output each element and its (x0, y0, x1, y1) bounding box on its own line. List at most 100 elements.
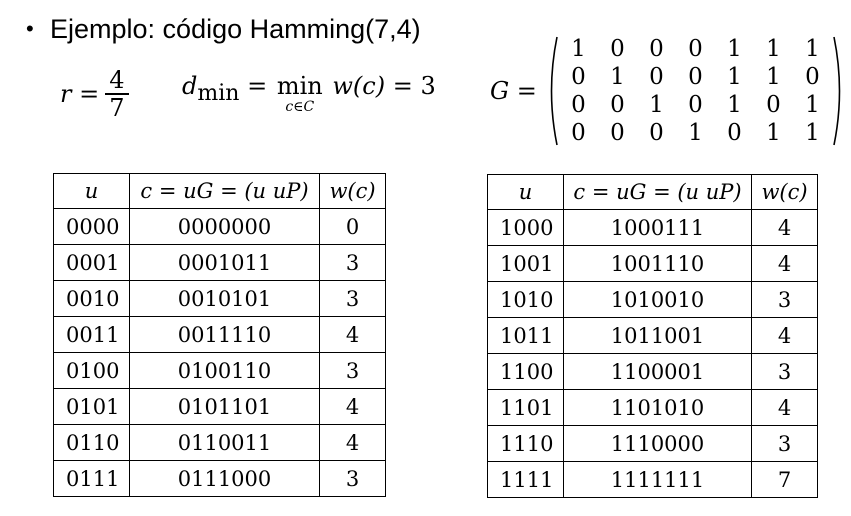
cell-codeword: 1000111 (563, 209, 752, 246)
cell-message: 0011 (53, 316, 130, 353)
cell-weight: 3 (751, 425, 818, 462)
cell-weight: 3 (751, 353, 818, 390)
cell-weight: 3 (751, 281, 818, 318)
cell-weight: 3 (319, 460, 386, 497)
cell-message: 1111 (487, 461, 564, 498)
cell-codeword: 1110000 (563, 425, 752, 462)
left-paren-icon (550, 36, 558, 146)
cell-weight: 4 (751, 317, 818, 354)
cell-codeword: 1100001 (563, 353, 752, 390)
matrix-cell: 0 (766, 92, 781, 118)
cell-codeword: 0100110 (129, 352, 320, 389)
header-codeword: c = uG = (u uP) (129, 173, 320, 209)
header-codeword: c = uG = (u uP) (563, 174, 752, 210)
cell-message: 0110 (53, 424, 130, 461)
matrix-cell: 0 (688, 92, 703, 118)
matrix-cell: 0 (571, 92, 586, 118)
cell-codeword: 0101101 (129, 388, 320, 425)
cell-message: 1100 (487, 353, 564, 390)
matrix-cell: 0 (649, 64, 664, 90)
rate-fraction: 4 7 (105, 66, 129, 121)
matrix-label: G = (490, 77, 537, 105)
min-distance-formula: dmin = min c∈C w(c) = 3 (182, 72, 436, 114)
matrix-cell: 0 (571, 120, 586, 146)
cell-weight: 3 (319, 280, 386, 317)
cell-codeword: 1011001 (563, 317, 752, 354)
matrix-cell: 1 (727, 64, 742, 90)
example-heading: •Ejemplo: código Hamming(7,4) (26, 12, 421, 46)
cell-weight: 4 (751, 209, 818, 246)
matrix-cell: 0 (571, 64, 586, 90)
matrix-cell: 1 (805, 92, 820, 118)
cell-weight: 4 (751, 389, 818, 426)
cell-message: 1110 (487, 425, 564, 462)
cell-weight: 0 (319, 208, 386, 245)
matrix-cell: 1 (727, 92, 742, 118)
matrix-cell: 0 (727, 120, 742, 146)
header-weight: w(c) (751, 174, 818, 210)
cell-codeword: 0000000 (129, 208, 320, 245)
matrix-cell: 1 (766, 64, 781, 90)
min-operator: min c∈C (277, 72, 323, 114)
rate-denominator: 7 (105, 93, 129, 121)
dmin-equals: = (247, 72, 268, 100)
cell-message: 1011 (487, 317, 564, 354)
dmin-symbol: d (182, 72, 198, 100)
cell-weight: 3 (319, 244, 386, 281)
matrix-cell: 0 (610, 36, 625, 62)
matrix-cell: 0 (805, 64, 820, 90)
matrix-cell: 0 (649, 36, 664, 62)
cell-codeword: 1101010 (563, 389, 752, 426)
matrix-cell: 0 (688, 36, 703, 62)
matrix-cell: 0 (610, 92, 625, 118)
matrix-cell: 1 (571, 36, 586, 62)
matrix-cell: 1 (805, 120, 820, 146)
min-domain: c∈C (285, 99, 315, 115)
cell-codeword: 0001011 (129, 244, 320, 281)
cell-message: 0000 (53, 208, 130, 245)
cell-codeword: 1111111 (563, 461, 752, 498)
cell-codeword: 0011110 (129, 316, 320, 353)
cell-codeword: 0111000 (129, 460, 320, 497)
cell-weight: 4 (319, 388, 386, 425)
cell-message: 1001 (487, 245, 564, 282)
cell-weight: 4 (319, 424, 386, 461)
cell-codeword: 0010101 (129, 280, 320, 317)
right-paren-icon (833, 36, 841, 146)
weight-function: w(c) (332, 72, 386, 100)
dmin-subscript: min (197, 81, 240, 106)
matrix-cell: 0 (688, 64, 703, 90)
cell-message: 1101 (487, 389, 564, 426)
matrix-cell: 1 (727, 36, 742, 62)
table-header-row: u c = uG = (u uP) w(c) (53, 173, 386, 209)
dmin-value: 3 (420, 72, 436, 100)
matrix-cell: 1 (649, 92, 664, 118)
matrix-cell: 1 (688, 120, 703, 146)
header-u: u (487, 174, 564, 210)
dmin-equals-2: = (392, 72, 413, 100)
matrix-cell: 0 (649, 120, 664, 146)
cell-message: 0100 (53, 352, 130, 389)
cell-weight: 4 (751, 245, 818, 282)
cell-message: 0010 (53, 280, 130, 317)
matrix-cell: 1 (766, 120, 781, 146)
min-word: min (276, 72, 323, 100)
rate-numerator: 4 (109, 66, 125, 94)
